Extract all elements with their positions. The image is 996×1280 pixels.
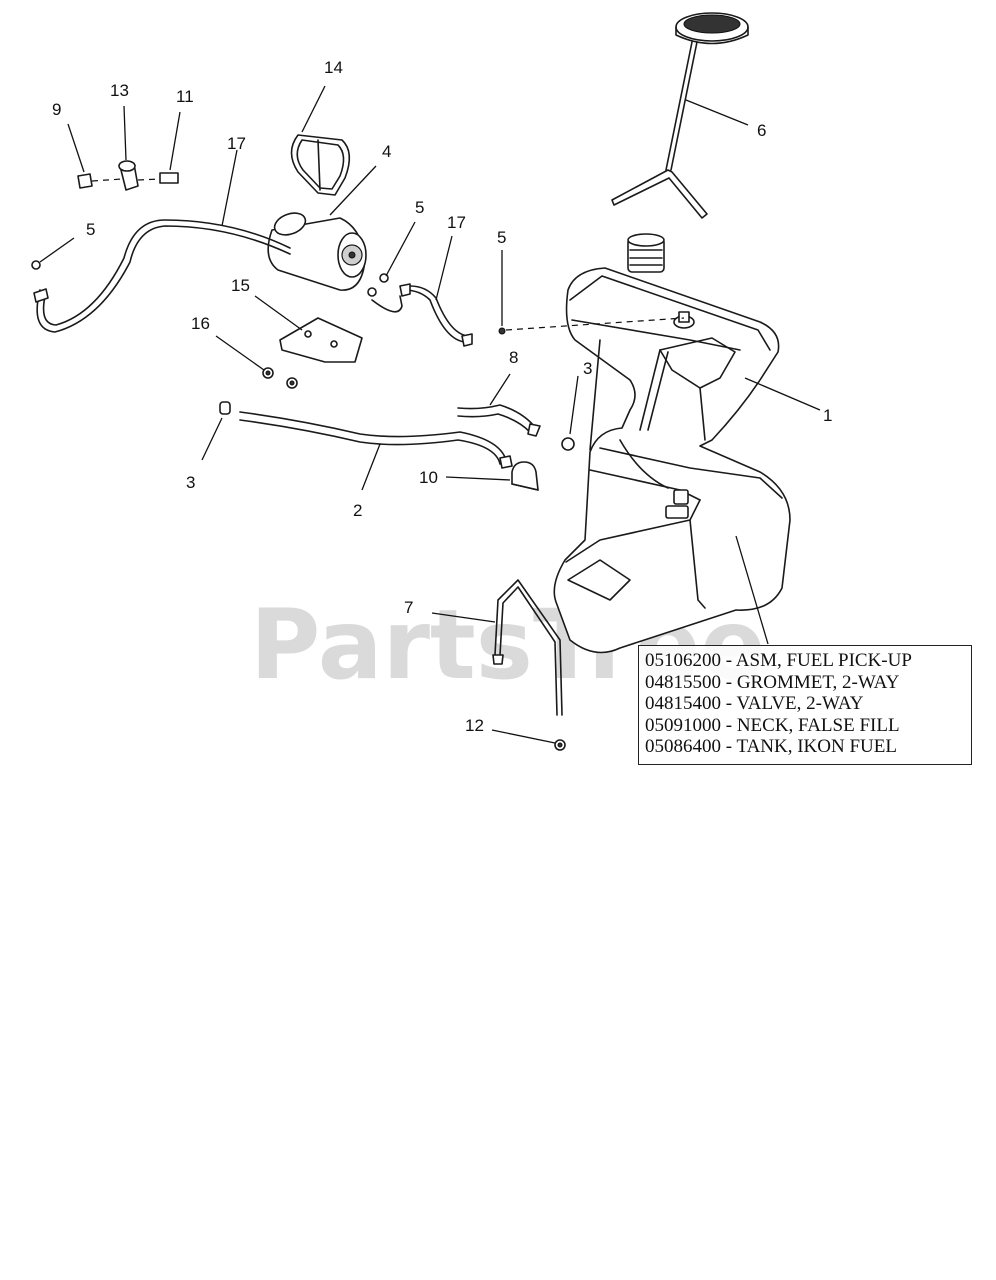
- vent-hose-part-17: [33, 219, 473, 347]
- callout-16: 16: [191, 314, 210, 333]
- callout-12: 12: [465, 716, 484, 735]
- legend-row-fuel-pickup: 05106200 - ASM, FUEL PICK-UP: [645, 650, 912, 671]
- bracket-plate-part: [279, 317, 363, 363]
- hose-alignment-dash: [505, 317, 685, 331]
- legend-row-valve: 04815400 - VALVE, 2-WAY: [645, 693, 864, 714]
- callout-8: 8: [509, 348, 518, 367]
- plugs-part-3: [219, 401, 575, 451]
- callout-17-left: 17: [227, 134, 246, 153]
- callout-3-right: 3: [583, 359, 592, 378]
- callout-13: 13: [110, 81, 129, 100]
- callout-15: 15: [231, 276, 250, 295]
- filler-neck-part: [627, 233, 665, 273]
- legend-row-neck: 05091000 - NECK, FALSE FILL: [645, 714, 900, 736]
- fuel-line-part-2: [239, 411, 513, 469]
- canister-part: [267, 212, 367, 291]
- callout-6: 6: [757, 121, 766, 140]
- legend-row-grommet: 04815500 - GROMMET, 2-WAY: [645, 671, 900, 693]
- callout-1: 1: [823, 406, 832, 425]
- fuel-tank-part: [553, 267, 791, 654]
- clamp-bands-part: [290, 134, 351, 196]
- clip-part-10: [511, 461, 539, 491]
- callout-5-right: 5: [497, 228, 506, 247]
- callout-5-mid: 5: [415, 198, 424, 217]
- callout-11: 11: [176, 87, 194, 106]
- nut-part-12: [554, 739, 566, 751]
- hardware-parts-9-13-11: [77, 160, 179, 191]
- legend-row-tank: 05086400 - TANK, IKON FUEL: [645, 736, 897, 757]
- screws-part-16: [262, 367, 298, 389]
- callout-5-left: 5: [86, 220, 95, 239]
- parts-legend-box: 05106200 - ASM, FUEL PICK-UP 04815500 - …: [638, 645, 972, 765]
- fuel-cap-part: [611, 12, 749, 219]
- callout-4: 4: [382, 142, 391, 161]
- callout-10: 10: [419, 468, 438, 487]
- callout-17-right: 17: [447, 213, 466, 232]
- callout-3-left: 3: [186, 473, 195, 492]
- fuel-pickup-part: [665, 489, 689, 519]
- callout-9: 9: [52, 100, 61, 119]
- callout-2: 2: [353, 501, 362, 520]
- callout-labels: 1 2 3 3 4 5 5 5 6 7 8 9 10 11 12 13 14 1…: [52, 58, 832, 735]
- tank-valve-part: [673, 311, 695, 329]
- pickup-tube-part: [492, 579, 563, 716]
- leader-lines: [39, 85, 821, 744]
- fittings-part-5: [31, 260, 506, 335]
- callout-14: 14: [324, 58, 343, 77]
- short-hose-part-8: [457, 404, 541, 437]
- callout-7: 7: [404, 598, 413, 617]
